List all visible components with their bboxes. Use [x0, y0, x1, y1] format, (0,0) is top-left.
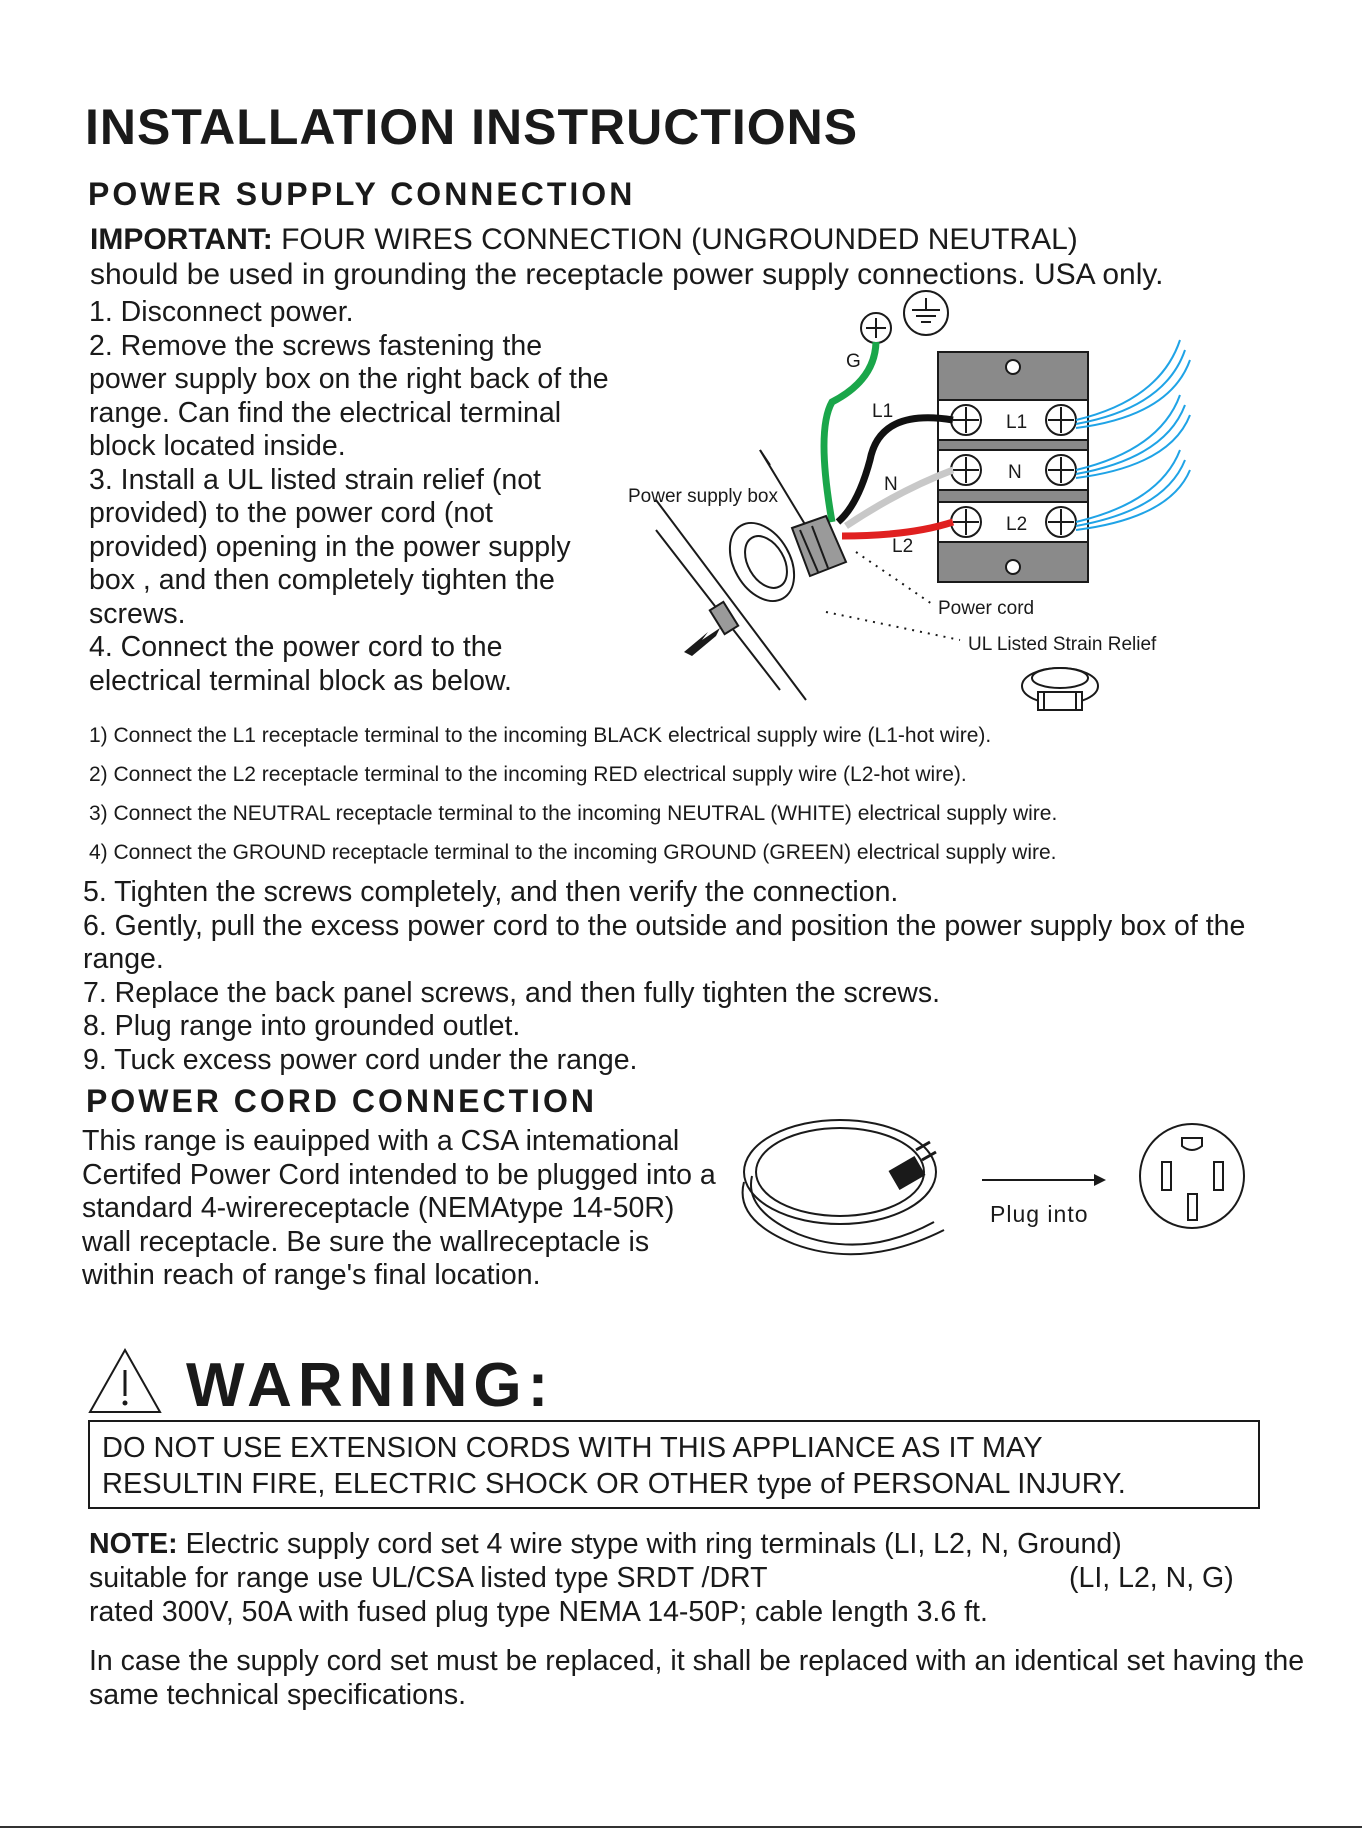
- receptacle-icon: [1139, 1123, 1245, 1229]
- later-steps: 5. Tighten the screws completely, and th…: [83, 876, 1333, 1077]
- wire-label-l1: L1: [872, 401, 893, 422]
- terminal-label-l1: L1: [1006, 412, 1027, 433]
- power-supply-heading: POWER SUPPLY CONNECTION: [88, 176, 636, 212]
- power-cord-coil-icon: [741, 1119, 945, 1256]
- note-line-1: Electric supply cord set 4 wire stype wi…: [177, 1528, 1122, 1560]
- step-7: 7. Replace the back panel screws, and th…: [83, 976, 941, 1009]
- wire-label-n: N: [884, 474, 898, 495]
- step-4: 4. Connect the power cord to the electri…: [89, 631, 512, 697]
- warning-line-2: RESULTIN FIRE, ELECTRIC SHOCK OR OTHER t…: [102, 1468, 1126, 1500]
- substep-1: 1) Connect the L1 receptacle terminal to…: [89, 724, 992, 747]
- ground-screw-icon: [860, 312, 892, 344]
- l1-wire: [835, 414, 954, 525]
- warning-icon: [88, 1347, 162, 1413]
- power-cord-heading: POWER CORD CONNECTION: [86, 1083, 597, 1119]
- step-6: 6. Gently, pull the excess power cord to…: [83, 909, 1246, 976]
- arrow-icon: [684, 600, 740, 656]
- warning-heading: WARNING:: [186, 1351, 555, 1420]
- note-line-2-codes: (LI, L2, N, G): [1069, 1562, 1234, 1594]
- note-label: NOTE:: [89, 1528, 178, 1560]
- power-cord-leader: [855, 551, 933, 605]
- replacement-text: In case the supply cord set must be repl…: [89, 1645, 1305, 1711]
- plug-into-label: Plug into: [990, 1201, 1089, 1227]
- label-power-supply-box: Power supply box: [628, 486, 778, 507]
- step-3: 3. Install a UL listed strain relief (no…: [89, 463, 571, 630]
- important-line2: should be used in grounding the receptac…: [90, 258, 1164, 291]
- label-strain-relief: UL Listed Strain Relief: [968, 634, 1157, 655]
- terminal-block: L1 N L2: [937, 351, 1089, 583]
- plug-icon: [888, 1140, 937, 1191]
- wire-label-g: G: [846, 351, 861, 372]
- steps-list: 1. Disconnect power. 2. Remove the screw…: [89, 296, 609, 698]
- step-1: 1. Disconnect power.: [89, 296, 354, 328]
- ground-wire: [820, 341, 880, 523]
- warning-line-1: DO NOT USE EXTENSION CORDS WITH THIS APP…: [102, 1432, 1043, 1464]
- substep-4: 4) Connect the GROUND receptacle termina…: [89, 841, 1057, 864]
- power-cord-text: This range is eauipped with a CSA intema…: [82, 1125, 716, 1291]
- note-line-3: rated 300V, 50A with fused plug type NEM…: [89, 1596, 988, 1628]
- wire-label-l2: L2: [892, 536, 913, 557]
- important-text: FOUR WIRES CONNECTION (UNGROUNDED NEUTRA…: [272, 223, 1078, 256]
- substep-3: 3) Connect the NEUTRAL receptacle termin…: [89, 802, 1058, 825]
- terminal-label-l2: L2: [1006, 514, 1027, 535]
- note-line-2: suitable for range use UL/CSA listed typ…: [89, 1562, 768, 1594]
- important-label: IMPORTANT:: [90, 223, 273, 256]
- page-title: INSTALLATION INSTRUCTIONS: [85, 99, 859, 155]
- range-wires: [1075, 339, 1191, 531]
- l2-wire: [841, 518, 955, 540]
- warning-box: DO NOT USE EXTENSION CORDS WITH THIS APP…: [88, 1420, 1260, 1509]
- bottom-rule: [0, 1826, 1362, 1828]
- cord-plug-diagram: Plug into: [741, 1119, 1245, 1256]
- wiring-diagram: L1 N L2 G L1 N L2 Power supply box Power…: [628, 290, 1191, 711]
- step-8: 8. Plug range into grounded outlet.: [83, 1010, 521, 1042]
- note: NOTE: Electric supply cord set 4 wire st…: [89, 1527, 1329, 1629]
- power-supply-box: [655, 449, 848, 701]
- step-2: 2. Remove the screws fastening the power…: [89, 329, 609, 463]
- label-power-cord: Power cord: [938, 598, 1034, 619]
- strain-relief-icon: [1021, 667, 1099, 711]
- step-9: 9. Tuck excess power cord under the rang…: [83, 1043, 638, 1076]
- neutral-wire: [844, 466, 955, 529]
- earth-ground-icon: [903, 290, 949, 336]
- important-notice: IMPORTANT: FOUR WIRES CONNECTION (UNGROU…: [90, 222, 1340, 292]
- step-5: 5. Tighten the screws completely, and th…: [83, 876, 899, 908]
- substep-2: 2) Connect the L2 receptacle terminal to…: [89, 763, 967, 786]
- arrow-head-icon: [1094, 1174, 1106, 1186]
- terminal-label-n: N: [1008, 462, 1022, 483]
